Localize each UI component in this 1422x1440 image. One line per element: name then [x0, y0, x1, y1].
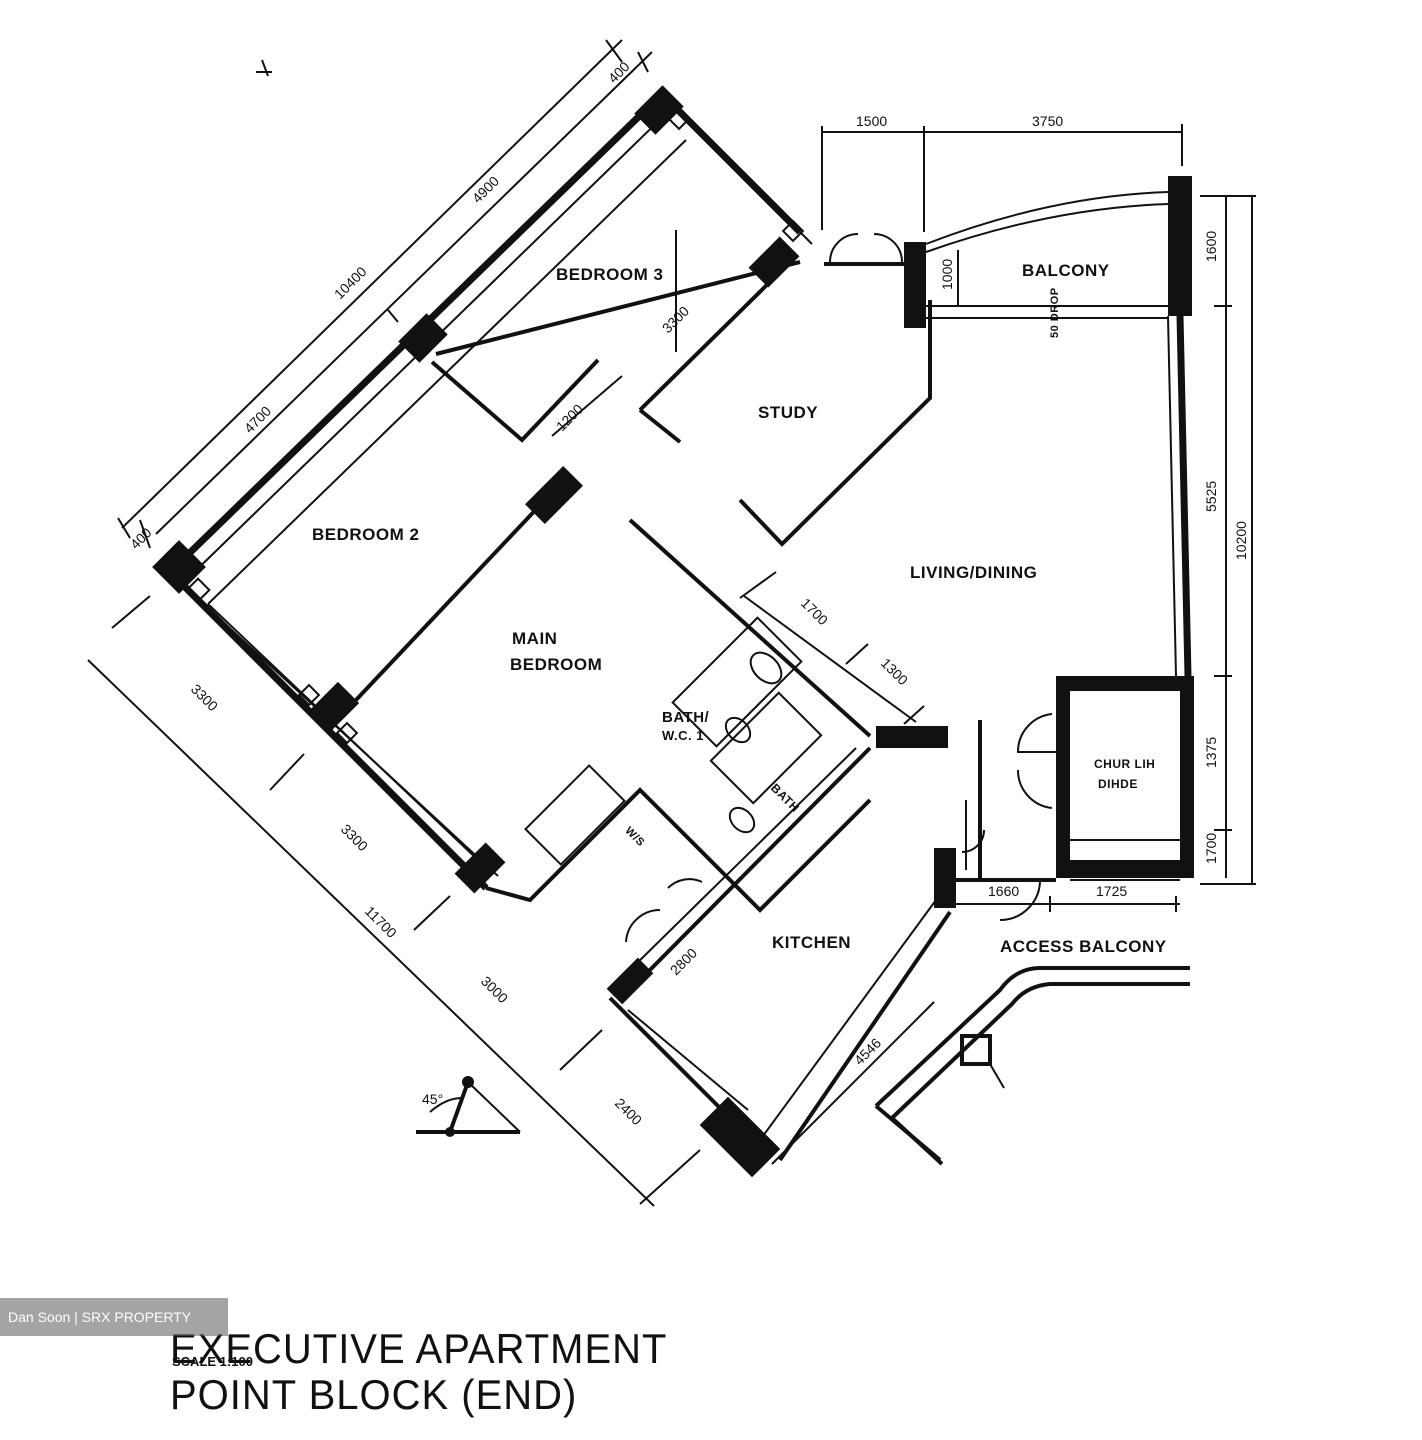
- dim-1300-mid: 1300: [878, 655, 911, 688]
- dim-1375: 1375: [1203, 737, 1219, 768]
- scale-label: SCALE 1:100: [172, 1354, 253, 1369]
- label-bath-1: BATH/: [662, 709, 710, 726]
- dim-3300-lower-b: 3300: [338, 821, 371, 854]
- dim-1200: 1200: [553, 401, 586, 434]
- dim-3750: 3750: [1032, 113, 1063, 129]
- dim-4546: 4546: [851, 1035, 884, 1068]
- label-bedroom-2: BEDROOM 2: [312, 525, 419, 544]
- label-bedroom-3: BEDROOM 3: [556, 265, 663, 284]
- label-ws-note: W/S: [623, 825, 647, 849]
- compass-indicator: 45°: [416, 1076, 521, 1137]
- label-bath-small: BATH: [768, 781, 802, 815]
- label-balcony: BALCONY: [1022, 261, 1110, 280]
- bedroom-wing-walls: [152, 85, 932, 913]
- living-walls: [606, 176, 1194, 1178]
- label-living-dining: LIVING/DINING: [910, 563, 1037, 582]
- label-access-balcony: ACCESS BALCONY: [1000, 937, 1167, 956]
- compass-angle: 45°: [422, 1091, 443, 1107]
- dimension-lines: [87, 39, 1256, 1207]
- north-mark-icon: [256, 59, 272, 77]
- dim-10400: 10400: [331, 263, 370, 302]
- dim-1725: 1725: [1096, 883, 1127, 899]
- dim-11700: 11700: [362, 903, 400, 941]
- watermark: Dan Soon | SRX PROPERTY: [0, 1298, 228, 1336]
- dim-1600: 1600: [1203, 231, 1219, 262]
- title-block: EXECUTIVE APARTMENT POINT BLOCK (END) SC…: [170, 1325, 667, 1418]
- label-drop-note: 50 DROP: [1049, 287, 1061, 338]
- label-study: STUDY: [758, 403, 818, 422]
- label-main-bedroom-1: MAIN: [512, 629, 557, 648]
- dim-1660: 1660: [988, 883, 1019, 899]
- label-main-bedroom-2: BEDROOM: [510, 655, 602, 674]
- dim-2400: 2400: [612, 1095, 645, 1128]
- dim-3000: 3000: [478, 973, 511, 1006]
- dim-1000: 1000: [939, 259, 955, 290]
- title-line-2: POINT BLOCK (END): [170, 1371, 577, 1418]
- dim-3300-lower: 3300: [188, 681, 221, 714]
- title-line-1: EXECUTIVE APARTMENT: [170, 1325, 667, 1372]
- dim-10200: 10200: [1233, 521, 1249, 560]
- dim-5525: 5525: [1203, 481, 1219, 512]
- label-shelter-2: DIHDE: [1098, 777, 1138, 791]
- dim-1500: 1500: [856, 113, 887, 129]
- label-kitchen: KITCHEN: [772, 933, 851, 952]
- dim-1700-right: 1700: [1203, 833, 1219, 864]
- dim-400-bottom: 400: [127, 524, 155, 552]
- label-bath-2: W.C. 1: [662, 728, 704, 743]
- dim-400-top: 400: [605, 58, 633, 86]
- label-shelter-1: CHUR LIH: [1094, 757, 1155, 771]
- dim-1700-mid: 1700: [798, 595, 831, 628]
